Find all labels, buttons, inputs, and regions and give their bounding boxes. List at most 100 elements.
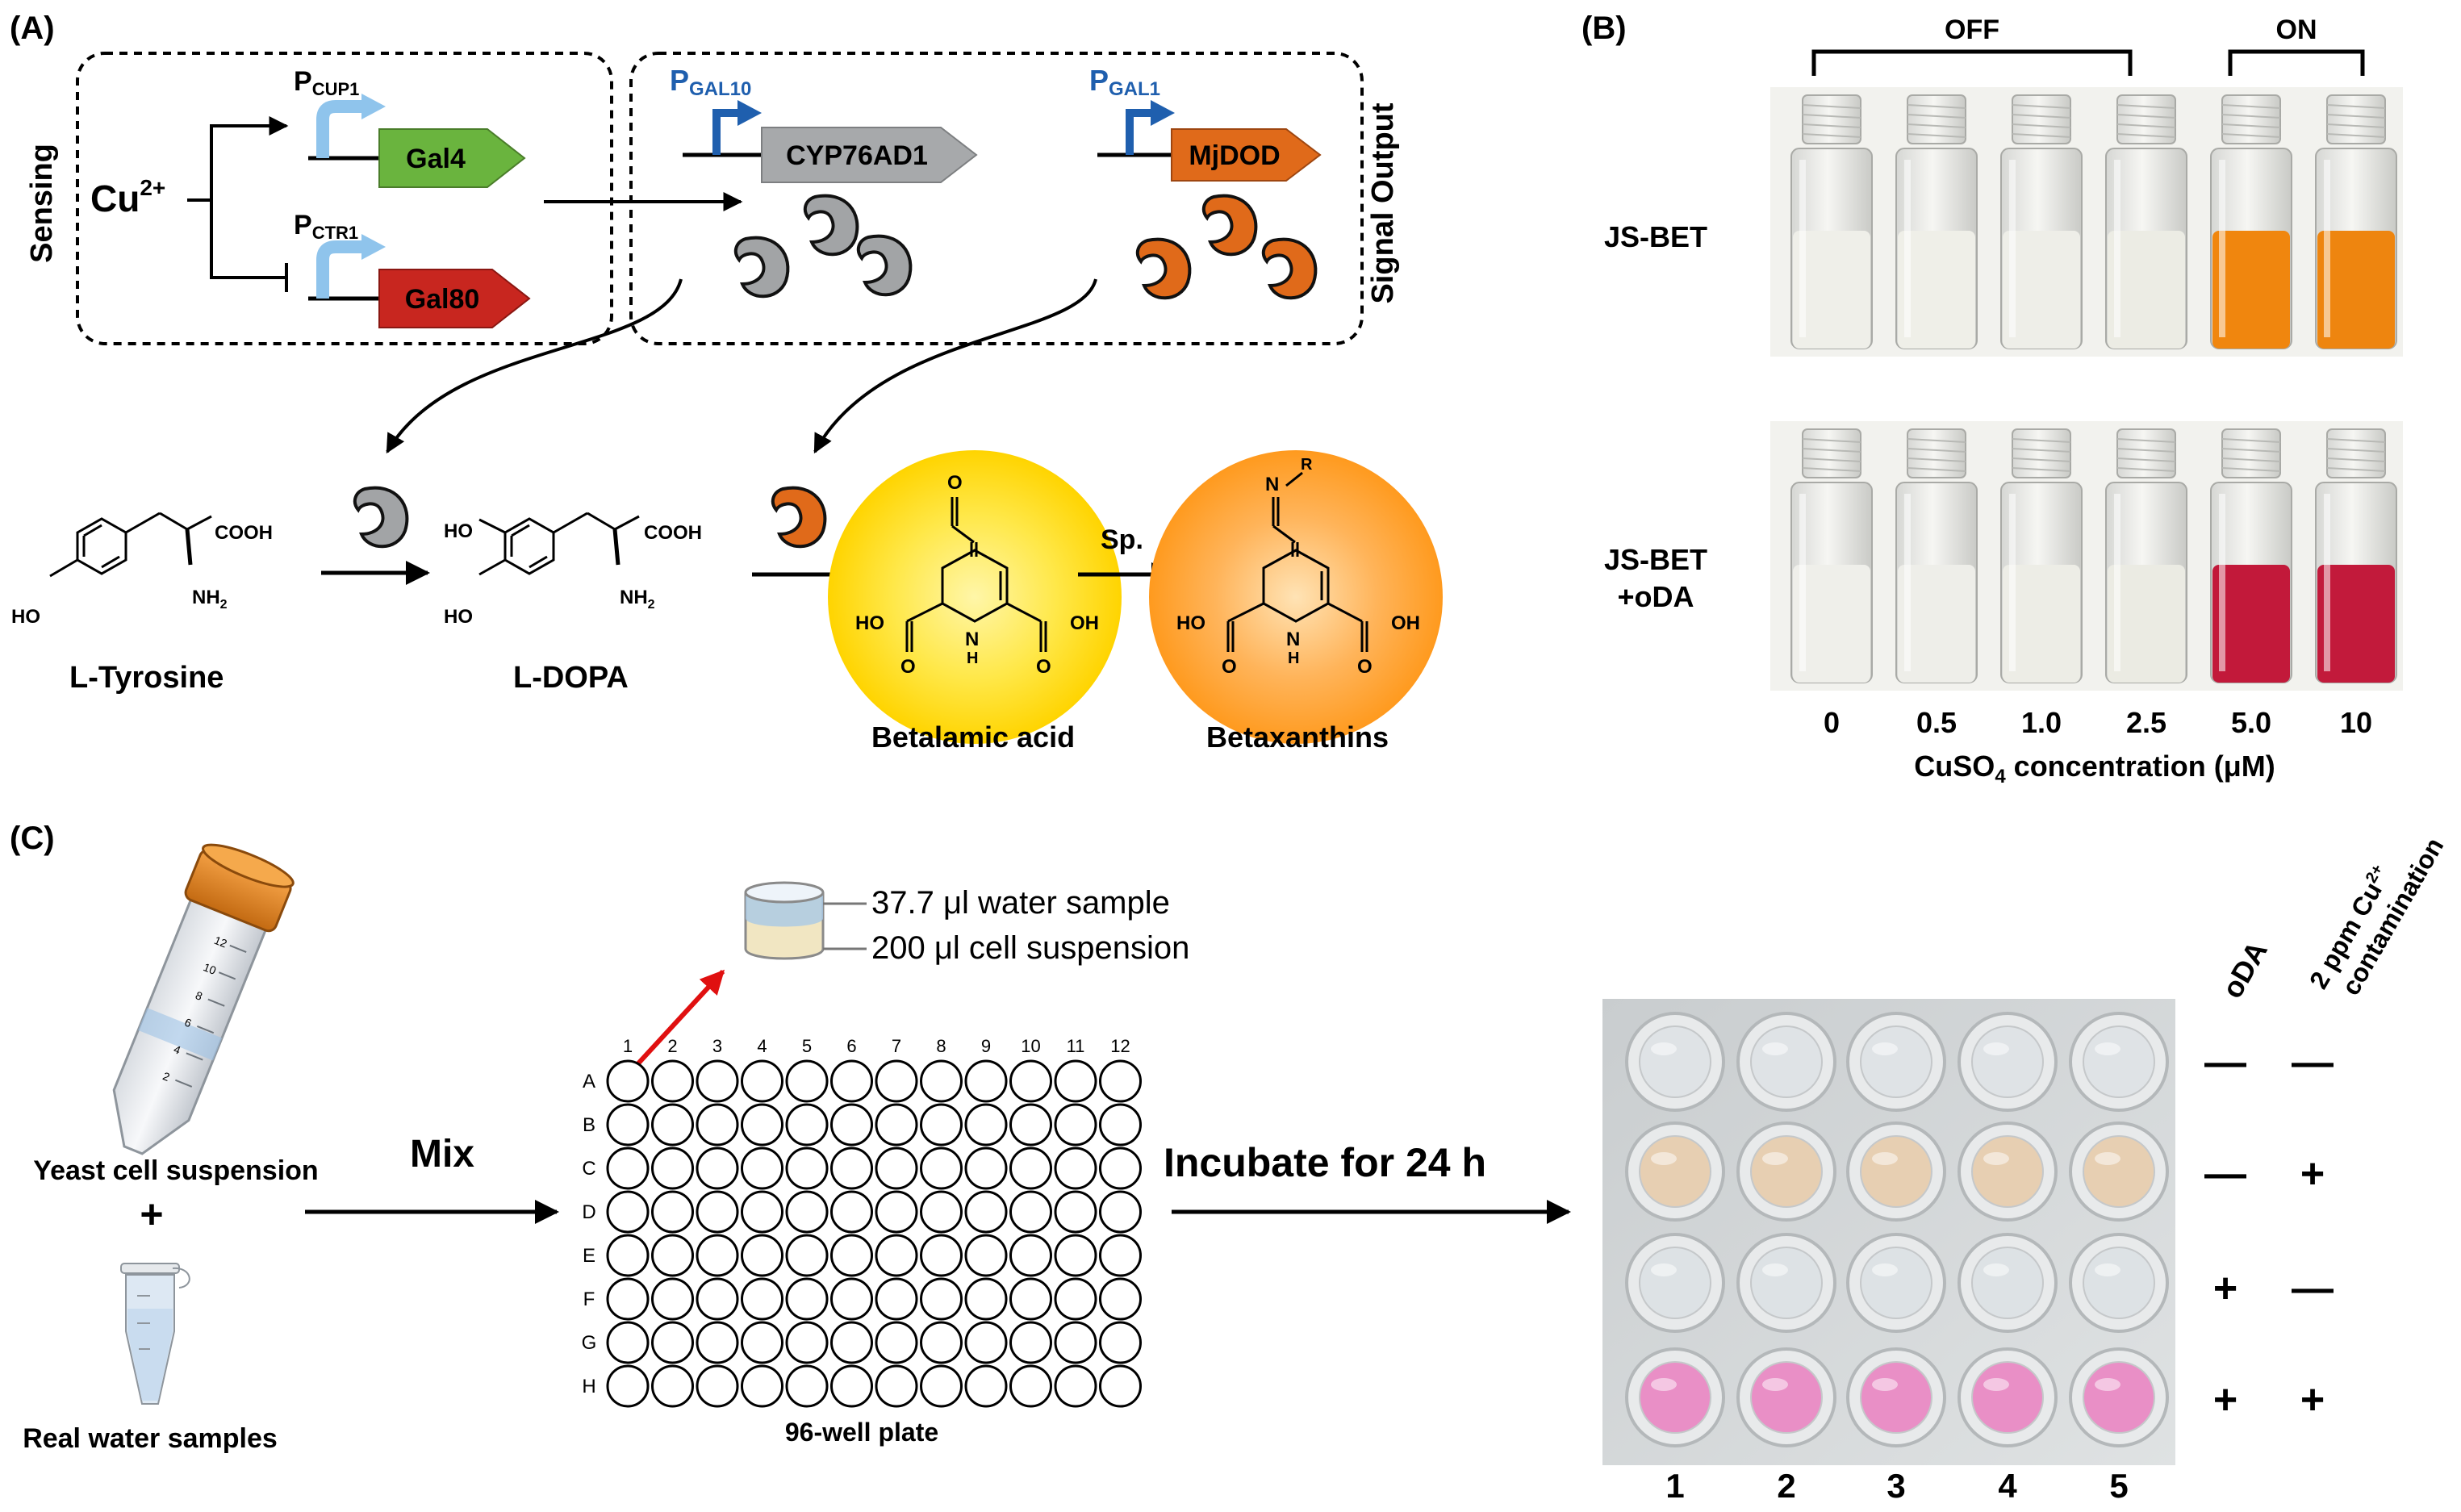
plate-well xyxy=(875,1277,918,1321)
vial-liquid xyxy=(2212,565,2290,683)
plate-well xyxy=(875,1234,918,1277)
plate-well xyxy=(1099,1234,1142,1277)
plate-well xyxy=(1054,1277,1097,1321)
plate-well xyxy=(741,1059,783,1103)
plate-well xyxy=(606,1277,650,1321)
curved-arrow-dod xyxy=(813,278,1097,454)
betalamic-ho: HO xyxy=(855,612,884,634)
plate-well xyxy=(920,1364,963,1408)
plate-well xyxy=(1009,1234,1052,1277)
plate-well xyxy=(606,1234,650,1277)
betaxanthins-glow xyxy=(1149,450,1443,744)
eppendorf-liquid xyxy=(127,1309,173,1401)
plate-well xyxy=(1054,1321,1097,1364)
off-label: OFF xyxy=(1945,15,1999,45)
table-oda-cell: + xyxy=(2213,1265,2237,1312)
eppendorf-cap xyxy=(120,1263,180,1274)
betalamic-n: N xyxy=(965,629,979,650)
on-bracket xyxy=(2228,49,2365,76)
plate-well xyxy=(875,1147,918,1190)
plate-col-label: 12 xyxy=(1110,1036,1130,1056)
vial xyxy=(2000,94,2083,349)
plate-well xyxy=(920,1147,963,1190)
sensing-box xyxy=(76,52,613,345)
plate-col-label: 10 xyxy=(1021,1036,1040,1056)
plate-well xyxy=(785,1364,829,1408)
photo-well xyxy=(1971,1247,2044,1319)
tyrosine-ho: HO xyxy=(11,606,40,628)
plate-well xyxy=(1054,1364,1097,1408)
plate-well xyxy=(696,1277,739,1321)
vial xyxy=(2210,428,2292,683)
plate-well xyxy=(1099,1103,1142,1147)
plate-well xyxy=(696,1364,739,1408)
concentration-tick: 0.5 xyxy=(1916,706,1957,739)
cuso4-axis-label: CuSO4 concentration (μM) xyxy=(1914,750,2275,787)
plate-row-label: E xyxy=(583,1245,595,1267)
plate-well xyxy=(875,1364,918,1408)
plate-well xyxy=(651,1234,694,1277)
photo-well xyxy=(1750,1361,1823,1434)
plate-well xyxy=(920,1059,963,1103)
sp-label: Sp. xyxy=(1101,524,1143,555)
gal4-gene xyxy=(378,128,526,188)
falcon-tube-band xyxy=(138,1008,223,1061)
plate-well xyxy=(830,1190,873,1234)
oda-header: oDA xyxy=(2215,935,2274,1004)
photo-well xyxy=(1860,1361,1932,1434)
vial xyxy=(2000,428,2083,683)
plate-col-label: 7 xyxy=(892,1036,901,1056)
plate-col-label: 5 xyxy=(802,1036,812,1056)
betaxanthins-o-left: O xyxy=(1222,656,1237,678)
plate-well xyxy=(785,1147,829,1190)
betalamic-h: H xyxy=(967,649,978,667)
photo-well xyxy=(1860,1025,1932,1098)
dopa-ho-top: HO xyxy=(444,520,473,542)
plate-well xyxy=(830,1364,873,1408)
promoter-ctr1-label: PCTR1 xyxy=(294,210,358,243)
vial-liquid xyxy=(1898,565,1975,683)
well-top-label: 37.7 μl water sample xyxy=(871,885,1170,921)
plate-well xyxy=(920,1234,963,1277)
red-pointer-arrow xyxy=(627,969,725,1076)
plate-well xyxy=(741,1190,783,1234)
plate-well xyxy=(606,1321,650,1364)
photo-well xyxy=(1639,1135,1711,1208)
plate-well xyxy=(1054,1190,1097,1234)
plate-well xyxy=(696,1321,739,1364)
gal1-promoter-arrowhead xyxy=(1151,100,1175,126)
plus-sign: + xyxy=(140,1192,163,1237)
ctr1-promoter-arrow xyxy=(316,240,363,299)
vial xyxy=(2105,428,2187,683)
row2-label-line1: JS-BET xyxy=(1604,543,1707,576)
photo-well xyxy=(1639,1025,1711,1098)
row2-label-line2: +oDA xyxy=(1617,580,1694,613)
vial-liquid xyxy=(2317,565,2395,683)
plate-col-label: 1 xyxy=(623,1036,633,1056)
vial xyxy=(2105,94,2187,349)
table-cu-cell: + xyxy=(2300,1151,2325,1197)
plate-well xyxy=(1099,1277,1142,1321)
copper-ion-label: Cu2+ xyxy=(90,175,165,219)
water-label: Real water samples xyxy=(23,1423,278,1454)
plate-well xyxy=(1009,1059,1052,1103)
plate-col-label: 2 xyxy=(667,1036,677,1056)
plate-well xyxy=(1054,1059,1097,1103)
photo-col-label: 4 xyxy=(1998,1467,2017,1505)
betalamic-label: Betalamic acid xyxy=(871,720,1075,754)
vial-liquid xyxy=(1793,231,1870,349)
repression-line xyxy=(210,200,286,279)
plate-well xyxy=(964,1234,1008,1277)
cyp76ad1-gene xyxy=(761,127,978,183)
plate-well xyxy=(964,1190,1008,1234)
plate-well xyxy=(875,1321,918,1364)
betaxanthins-ho: HO xyxy=(1176,612,1205,634)
ctr1-promoter-arrowhead xyxy=(361,234,386,260)
gal80-label: Gal80 xyxy=(405,284,480,315)
plate-well xyxy=(1099,1147,1142,1190)
panel-label-b: (B) xyxy=(1581,10,1627,46)
plate-col-label: 6 xyxy=(846,1036,856,1056)
